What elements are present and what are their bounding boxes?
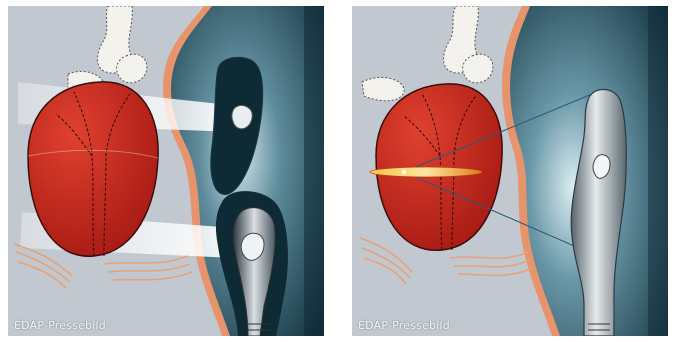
- right-illustration-panel: EDAP-Pressebild: [352, 6, 668, 336]
- left-illustration: [8, 6, 324, 336]
- right-illustration: [352, 6, 668, 336]
- right-edge-shade: [648, 6, 668, 336]
- focal-point: [402, 170, 406, 174]
- image-credit: EDAP-Pressebild: [358, 319, 450, 332]
- right-edge-shade: [304, 6, 324, 336]
- left-illustration-panel: EDAP-Pressebild: [8, 6, 324, 336]
- focal-lesion: [370, 167, 482, 177]
- duct-shape: [362, 77, 404, 100]
- image-credit: EDAP-Pressebild: [14, 319, 106, 332]
